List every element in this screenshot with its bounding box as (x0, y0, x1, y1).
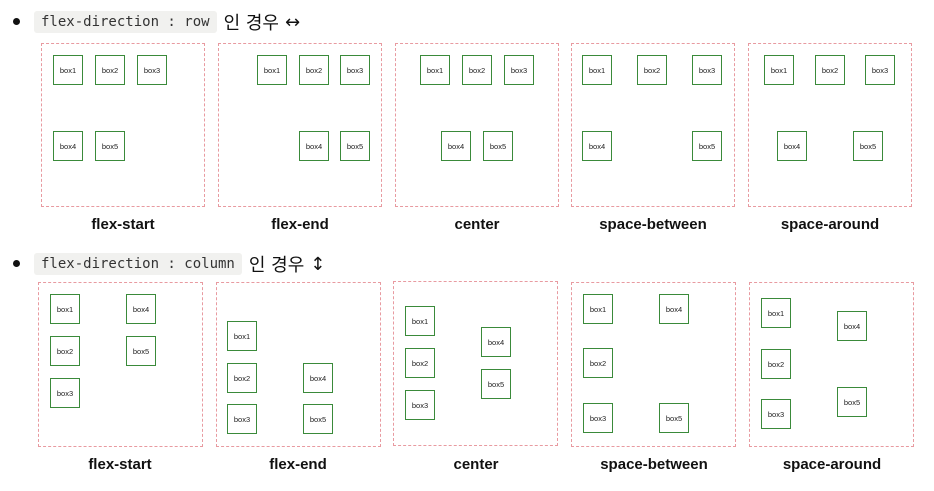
box: box4 (126, 294, 156, 324)
box: box5 (126, 336, 156, 366)
column-heading: flex-direction : column 인 경우 ↕ (34, 251, 325, 277)
box: box1 (405, 306, 435, 336)
row-panel-flex-end: box1 box2 box3 box4 box5 (218, 43, 382, 207)
box: box1 (257, 55, 287, 85)
column-label-center: center (453, 456, 499, 473)
box: box4 (582, 131, 612, 161)
row-panel-space-around: box1 box2 box3 box4 box5 (748, 43, 912, 207)
column-code: flex-direction : column (34, 253, 242, 275)
box: box2 (95, 55, 125, 85)
box: box3 (504, 55, 534, 85)
box: box3 (137, 55, 167, 85)
box: box2 (462, 55, 492, 85)
box: box5 (483, 131, 513, 161)
column-label-space-around: space-around (782, 456, 882, 473)
horizontal-arrow-icon: ↔ (284, 11, 301, 33)
box: box4 (481, 327, 511, 357)
box: box1 (761, 298, 791, 328)
box: box1 (53, 55, 83, 85)
column-panel-space-between: box1 box2 box3 box4 box5 (571, 282, 736, 447)
bullet-icon (13, 18, 20, 25)
row-code: flex-direction : row (34, 11, 217, 33)
box: box3 (865, 55, 895, 85)
column-label-flex-end: flex-end (269, 456, 327, 473)
box: box1 (50, 294, 80, 324)
column-label-flex-start: flex-start (88, 456, 152, 473)
box: box5 (659, 403, 689, 433)
box: box3 (405, 390, 435, 420)
row-label-flex-start: flex-start (91, 216, 155, 233)
vertical-arrow-icon: ↕ (310, 253, 326, 275)
row-panel-center: box1 box2 box3 box4 box5 (395, 43, 559, 207)
box: box2 (50, 336, 80, 366)
row-label-center: center (454, 216, 500, 233)
column-panel-flex-start: box1 box2 box3 box4 box5 (38, 282, 203, 447)
row-panel-space-between: box1 box2 box3 box4 box5 (571, 43, 735, 207)
row-label-space-around: space-around (780, 216, 880, 233)
column-suffix: 인 경우 (248, 255, 305, 276)
bullet-icon (13, 260, 20, 267)
box: box2 (815, 55, 845, 85)
box: box1 (764, 55, 794, 85)
box: box3 (761, 399, 791, 429)
box: box2 (405, 348, 435, 378)
row-panel-flex-start: box1 box2 box3 box4 box5 (41, 43, 205, 207)
box: box3 (227, 404, 257, 434)
box: box3 (692, 55, 722, 85)
column-panel-flex-end: box1 box2 box3 box4 box5 (216, 282, 381, 447)
box: box4 (303, 363, 333, 393)
box: box3 (340, 55, 370, 85)
box: box2 (761, 349, 791, 379)
box: box5 (481, 369, 511, 399)
box: box5 (853, 131, 883, 161)
box: box5 (692, 131, 722, 161)
box: box1 (583, 294, 613, 324)
box: box5 (303, 404, 333, 434)
box: box4 (441, 131, 471, 161)
row-label-flex-end: flex-end (271, 216, 329, 233)
row-heading: flex-direction : row 인 경우 ↔ (34, 9, 300, 35)
box: box3 (583, 403, 613, 433)
box: box3 (50, 378, 80, 408)
box: box1 (227, 321, 257, 351)
box: box5 (837, 387, 867, 417)
box: box4 (777, 131, 807, 161)
column-panel-center: box1 box2 box3 box4 box5 (393, 281, 558, 446)
column-label-space-between: space-between (600, 456, 708, 473)
box: box2 (637, 55, 667, 85)
box: box1 (582, 55, 612, 85)
box: box4 (837, 311, 867, 341)
box: box2 (583, 348, 613, 378)
box: box4 (299, 131, 329, 161)
column-panel-space-around: box1 box2 box3 box4 box5 (749, 282, 914, 447)
box: box5 (340, 131, 370, 161)
box: box4 (53, 131, 83, 161)
box: box5 (95, 131, 125, 161)
box: box1 (420, 55, 450, 85)
box: box2 (299, 55, 329, 85)
box: box2 (227, 363, 257, 393)
row-label-space-between: space-between (599, 216, 707, 233)
box: box4 (659, 294, 689, 324)
row-suffix: 인 경우 (223, 13, 279, 34)
